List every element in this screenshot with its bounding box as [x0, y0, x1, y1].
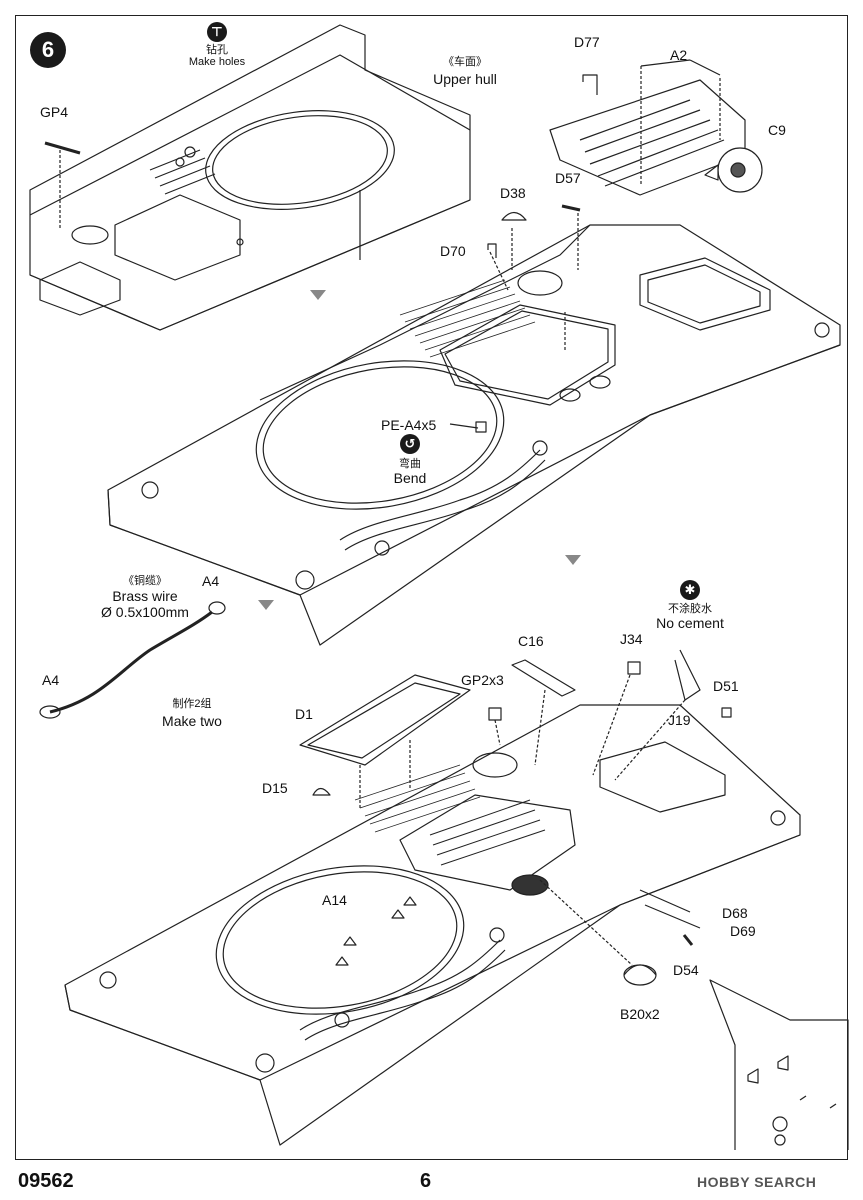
make-two-label: Make two	[162, 713, 222, 729]
part-label-b20: B20x2	[620, 1006, 660, 1022]
kit-number: 09562	[18, 1170, 74, 1192]
upper-hull-bottom	[64, 704, 801, 1146]
part-label-c16: C16	[518, 633, 544, 649]
watermark: HOBBY SEARCH	[697, 1174, 817, 1190]
brass-wire-label: Brass wire	[112, 588, 178, 604]
make-two-label-cn: 制作2组	[172, 698, 212, 710]
no-cement-icon: ✱	[680, 580, 700, 600]
no-cement-label-cn: 不涂胶水	[668, 603, 712, 615]
step-number-badge: 6	[30, 32, 66, 68]
part-label-d51: D51	[713, 678, 739, 694]
upper-hull-top-left	[29, 24, 471, 331]
detail-inset	[709, 979, 849, 1150]
make-holes-label-cn: 钻孔	[206, 44, 228, 56]
page-number: 6	[420, 1170, 432, 1192]
bend-label-cn: 弯曲	[399, 458, 421, 470]
part-label-c9: C9	[768, 122, 786, 138]
part-label-d15: D15	[262, 780, 288, 796]
upper-hull-label-cn: 《车面》	[443, 56, 487, 68]
part-label-d69: D69	[730, 923, 756, 939]
part-label-pe-a4: PE-A4x5	[381, 417, 437, 433]
brass-wire-label-cn: 《铜缆》	[123, 575, 167, 587]
part-label-j19: J19	[668, 712, 691, 728]
part-label-d57: D57	[555, 170, 581, 186]
part-label-d1: D1	[295, 706, 313, 722]
part-label-d54: D54	[673, 962, 699, 978]
part-label-d70: D70	[440, 243, 466, 259]
drill-icon: ⊤	[207, 22, 227, 42]
part-label-a2: A2	[670, 47, 688, 63]
bend-icon: ↺	[400, 434, 420, 454]
bend-label: Bend	[393, 470, 427, 486]
part-label-gp2: GP2x3	[461, 672, 504, 688]
make-holes-label: Make holes	[188, 56, 246, 68]
no-cement-label: No cement	[656, 615, 724, 631]
part-label-d77: D77	[574, 34, 600, 50]
brass-wire-assembly	[39, 601, 226, 719]
part-label-d68: D68	[722, 905, 748, 921]
upper-hull-middle	[107, 213, 841, 646]
engine-grille-cover	[549, 59, 746, 196]
page-frame	[15, 15, 848, 1160]
part-label-gp4: GP4	[40, 104, 69, 120]
brass-wire-size: Ø 0.5x100mm	[101, 604, 189, 620]
part-label-d38: D38	[500, 185, 526, 201]
upper-hull-label: Upper hull	[433, 71, 497, 87]
part-label-j34: J34	[620, 631, 643, 647]
part-label-a4-left: A4	[42, 672, 60, 688]
part-label-a4-top: A4	[202, 573, 220, 589]
part-label-a14: A14	[322, 892, 347, 908]
